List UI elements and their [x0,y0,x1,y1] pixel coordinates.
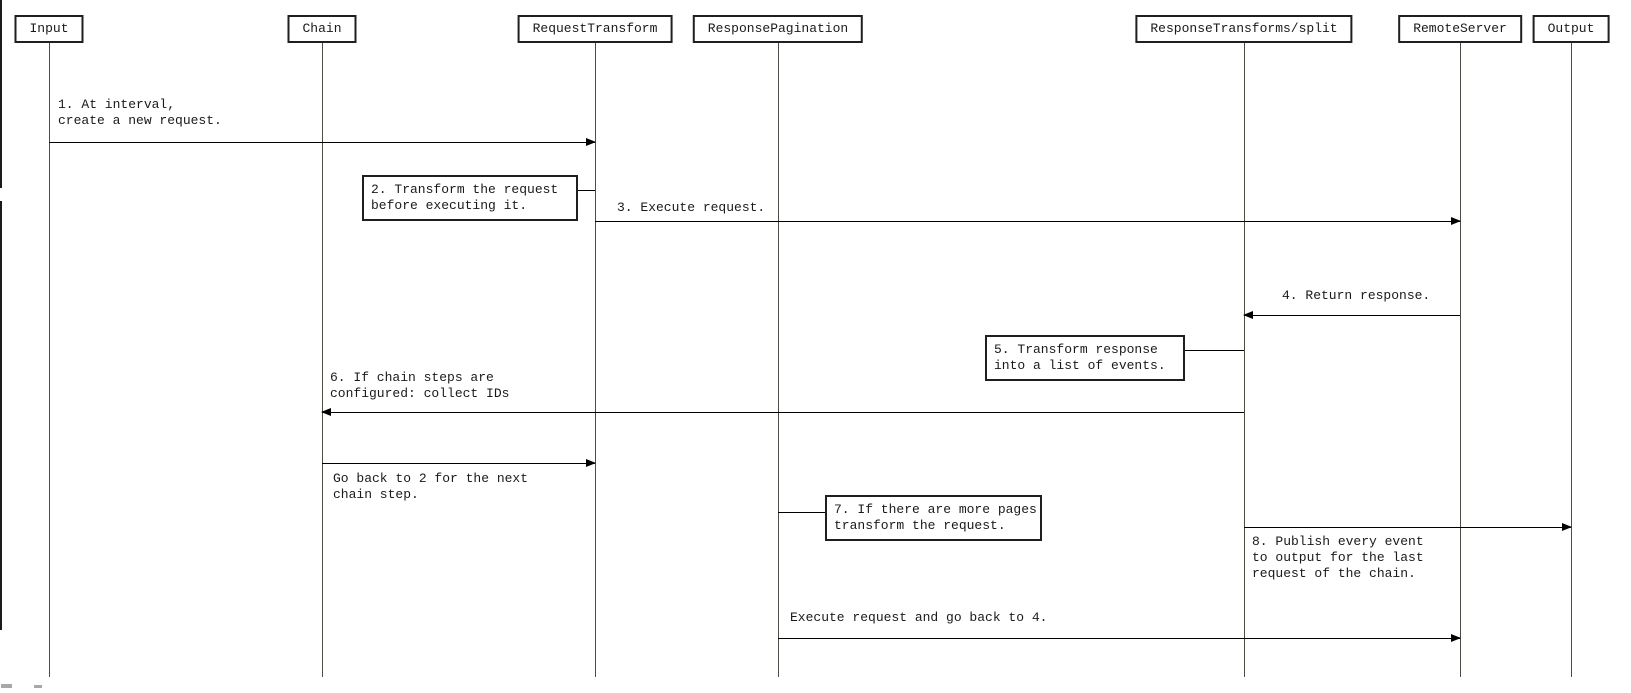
note-connector-transform-response-to-events [1185,350,1244,351]
message-arrow-execute-and-go-back-4 [778,634,1461,642]
actor-box-input: Input [14,15,84,43]
arrowhead-execute-and-go-back-4-icon [1451,634,1461,642]
message-label-execute-request: 3. Execute request. [617,200,766,215]
actor-box-requesttransform: RequestTransform [517,15,673,43]
left-edge-line-2 [0,201,2,630]
lifeline-requesttransform [595,43,596,677]
lifeline-responsetransforms-split [1244,43,1245,677]
note-transform-before-executing: 2. Transform the request before executin… [362,175,578,221]
message-label-interval-create-request: 1. At interval, create a new request. [58,97,222,128]
actor-box-remoteserver: RemoteServer [1398,15,1522,43]
message-label-publish-events: 8. Publish every event to output for the… [1252,534,1424,581]
bottom-edge-mark-2 [34,685,42,688]
lifeline-output [1571,43,1572,677]
left-edge-line-1 [0,0,2,188]
bottom-edge-mark-1 [1,684,12,688]
arrowhead-execute-request-icon [1451,217,1461,225]
lifeline-chain [322,43,323,677]
message-arrow-collect-ids [321,408,1244,416]
note-connector-more-pages-transform [778,512,825,513]
lifeline-input [49,43,50,677]
note-more-pages-transform: 7. If there are more pages transform the… [825,495,1042,541]
message-label-go-back-to-2: Go back to 2 for the next chain step. [333,471,529,502]
arrowhead-return-response-icon [1243,311,1253,319]
arrowhead-publish-events-icon [1562,523,1572,531]
message-arrow-go-back-to-2 [322,459,596,467]
message-arrow-execute-request [595,217,1461,225]
lifeline-responsepagination [778,43,779,677]
message-arrow-publish-events [1244,523,1572,531]
note-transform-response-to-events: 5. Transform response into a list of eve… [985,335,1185,381]
message-arrow-return-response [1243,311,1460,319]
message-arrow-interval-create-request [49,138,596,146]
lifeline-remoteserver [1460,43,1461,677]
note-connector-transform-before-executing [578,190,595,191]
actor-box-chain: Chain [287,15,357,43]
arrowhead-collect-ids-icon [321,408,331,416]
message-label-return-response: 4. Return response. [1282,288,1431,303]
message-label-collect-ids: 6. If chain steps are configured: collec… [330,370,510,401]
actor-box-responsetransforms-split: ResponseTransforms/split [1135,15,1353,43]
arrowhead-interval-create-request-icon [586,138,596,146]
actor-box-output: Output [1532,15,1610,43]
actor-box-responsepagination: ResponsePagination [692,15,864,43]
message-label-execute-and-go-back-4: Execute request and go back to 4. [790,610,1048,625]
arrowhead-go-back-to-2-icon [586,459,596,467]
